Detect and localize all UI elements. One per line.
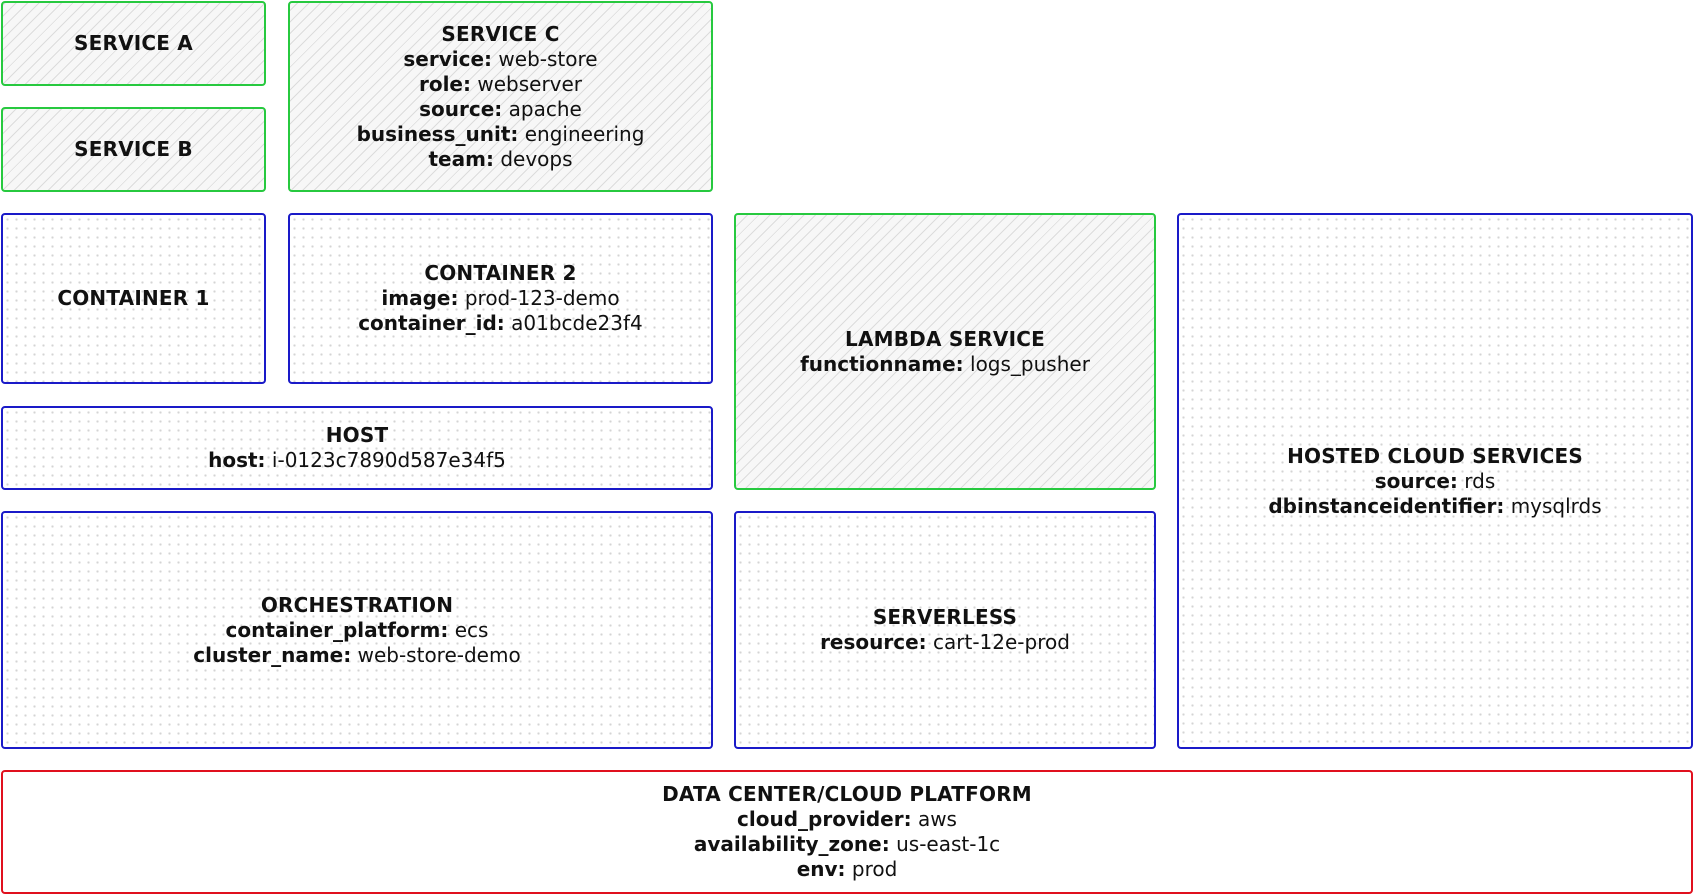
service-c-tag-team: team: devops (428, 146, 573, 171)
service-c-tag-role: role: webserver (418, 71, 583, 96)
hosted-cloud-services-box: HOSTED CLOUD SERVICES source: rds dbinst… (1177, 213, 1693, 749)
data-center-tag-availability-zone: availability_zone: us-east-1c (693, 832, 1001, 856)
serverless-title: SERVERLESS (872, 605, 1018, 629)
orchestration-box: ORCHESTRATION container_platform: ecs cl… (1, 511, 713, 749)
lambda-service-tag-functionname: functionname: logs_pusher (800, 351, 1090, 376)
container-1-box: CONTAINER 1 (1, 213, 266, 384)
lambda-service-box: LAMBDA SERVICE functionname: logs_pusher (734, 213, 1156, 490)
orchestration-tag-container-platform: container_platform: ecs (225, 617, 489, 642)
serverless-box: SERVERLESS resource: cart-12e-prod (734, 511, 1156, 749)
host-box: HOST host: i-0123c7890d587e34f5 (1, 406, 713, 490)
serverless-tag-resource: resource: cart-12e-prod (820, 630, 1070, 654)
service-a-box: SERVICE A (1, 1, 266, 86)
data-center-tag-env: env: prod (796, 857, 898, 881)
orchestration-title: ORCHESTRATION (260, 592, 454, 617)
data-center-tag-cloud-provider: cloud_provider: aws (737, 807, 957, 831)
orchestration-tag-cluster-name: cluster_name: web-store-demo (193, 642, 521, 667)
container-1-title: CONTAINER 1 (57, 286, 210, 310)
service-c-box: SERVICE C service: web-store role: webse… (288, 1, 713, 192)
data-center-title: DATA CENTER/CLOUD PLATFORM (662, 782, 1032, 806)
service-c-tag-source: source: apache (419, 96, 582, 121)
hosted-cloud-services-tag-source: source: rds (1374, 468, 1496, 493)
container-2-tag-image: image: prod-123-demo (381, 286, 620, 310)
lambda-service-title: LAMBDA SERVICE (845, 326, 1045, 351)
container-2-box: CONTAINER 2 image: prod-123-demo contain… (288, 213, 713, 384)
service-b-title: SERVICE B (74, 137, 193, 161)
hosted-cloud-services-title: HOSTED CLOUD SERVICES (1287, 443, 1583, 468)
host-title: HOST (325, 423, 389, 447)
container-2-title: CONTAINER 2 (424, 261, 577, 285)
hosted-cloud-services-tag-dbinstanceidentifier: dbinstanceidentifier: mysqlrds (1268, 493, 1602, 518)
service-a-title: SERVICE A (74, 31, 193, 55)
host-tag-host: host: i-0123c7890d587e34f5 (208, 448, 506, 472)
service-b-box: SERVICE B (1, 107, 266, 192)
data-center-box: DATA CENTER/CLOUD PLATFORM cloud_provide… (1, 770, 1693, 894)
service-c-title: SERVICE C (441, 21, 560, 46)
service-c-tag-service: service: web-store (403, 46, 598, 71)
service-c-tag-business-unit: business_unit: engineering (356, 121, 645, 146)
container-2-tag-container-id: container_id: a01bcde23f4 (358, 311, 643, 335)
